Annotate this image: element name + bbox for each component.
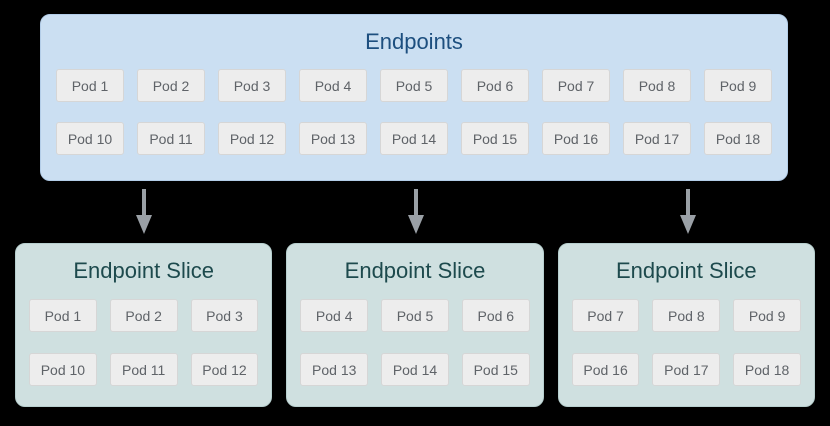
pod: Pod 16 (571, 353, 640, 386)
pod: Pod 13 (300, 353, 369, 386)
pod: Pod 1 (56, 69, 124, 102)
slice-pod-row-2: Pod 16 Pod 17 Pod 18 (571, 353, 801, 386)
endpoint-slice-title: Endpoint Slice (344, 258, 486, 283)
pod: Pod 11 (109, 353, 178, 386)
pod: Pod 2 (137, 69, 205, 102)
pod: Pod 15 (461, 353, 530, 386)
pod: Pod 16 (542, 122, 610, 155)
pod: Pod 2 (109, 299, 178, 332)
pod: Pod 7 (542, 69, 610, 102)
pod: Pod 17 (623, 122, 691, 155)
slice-pod-row-2: Pod 13 Pod 14 Pod 15 (300, 353, 530, 386)
slice-pod-row-1: Pod 7 Pod 8 Pod 9 (571, 299, 801, 332)
pod: Pod 18 (704, 122, 772, 155)
pod: Pod 4 (299, 69, 367, 102)
pod: Pod 8 (623, 69, 691, 102)
pod: Pod 10 (56, 122, 124, 155)
pod: Pod 5 (381, 299, 449, 332)
down-arrow-icon (680, 189, 696, 234)
pod: Pod 3 (190, 299, 259, 332)
pod: Pod 3 (218, 69, 286, 102)
down-arrow-icon (136, 189, 152, 234)
pod: Pod 14 (380, 122, 448, 155)
pod: Pod 9 (704, 69, 772, 102)
endpoint-slice-box-2: Endpoint Slice Pod 4 Pod 5 Pod 6 Pod 13 … (286, 243, 544, 407)
pod: Pod 6 (461, 69, 529, 102)
slice-pod-row-1: Pod 4 Pod 5 Pod 6 (300, 299, 530, 332)
endpoint-slices-row: Endpoint Slice Pod 1 Pod 2 Pod 3 Pod 10 … (15, 243, 815, 407)
pod: Pod 8 (652, 299, 721, 332)
slice-pod-row-2: Pod 10 Pod 11 Pod 12 (29, 353, 259, 386)
pod: Pod 11 (137, 122, 205, 155)
pod: Pod 1 (29, 299, 97, 332)
pod: Pod 6 (461, 299, 530, 332)
endpoints-pod-row-2: Pod 10 Pod 11 Pod 12 Pod 13 Pod 14 Pod 1… (56, 122, 772, 155)
pod: Pod 12 (190, 353, 259, 386)
endpoints-pod-row-1: Pod 1 Pod 2 Pod 3 Pod 4 Pod 5 Pod 6 Pod … (56, 69, 772, 102)
pod: Pod 15 (461, 122, 529, 155)
endpoints-title: Endpoints (365, 29, 463, 54)
endpoint-slice-title: Endpoint Slice (615, 258, 757, 283)
pod: Pod 4 (300, 299, 369, 332)
pod: Pod 7 (571, 299, 640, 332)
pod: Pod 17 (652, 353, 721, 386)
pod: Pod 12 (218, 122, 286, 155)
endpoint-slice-title: Endpoint Slice (73, 258, 214, 283)
pod: Pod 14 (381, 353, 449, 386)
pod: Pod 10 (29, 353, 97, 386)
pod: Pod 13 (299, 122, 367, 155)
endpoint-slice-box-1: Endpoint Slice Pod 1 Pod 2 Pod 3 Pod 10 … (15, 243, 273, 407)
pod: Pod 5 (380, 69, 448, 102)
slice-pod-row-1: Pod 1 Pod 2 Pod 3 (29, 299, 259, 332)
endpoint-slice-box-3: Endpoint Slice Pod 7 Pod 8 Pod 9 Pod 16 … (557, 243, 815, 407)
pod: Pod 18 (733, 353, 801, 386)
pod: Pod 9 (733, 299, 801, 332)
down-arrow-icon (408, 189, 424, 234)
endpoints-box: Endpoints Pod 1 Pod 2 Pod 3 Pod 4 Pod 5 … (40, 14, 788, 181)
